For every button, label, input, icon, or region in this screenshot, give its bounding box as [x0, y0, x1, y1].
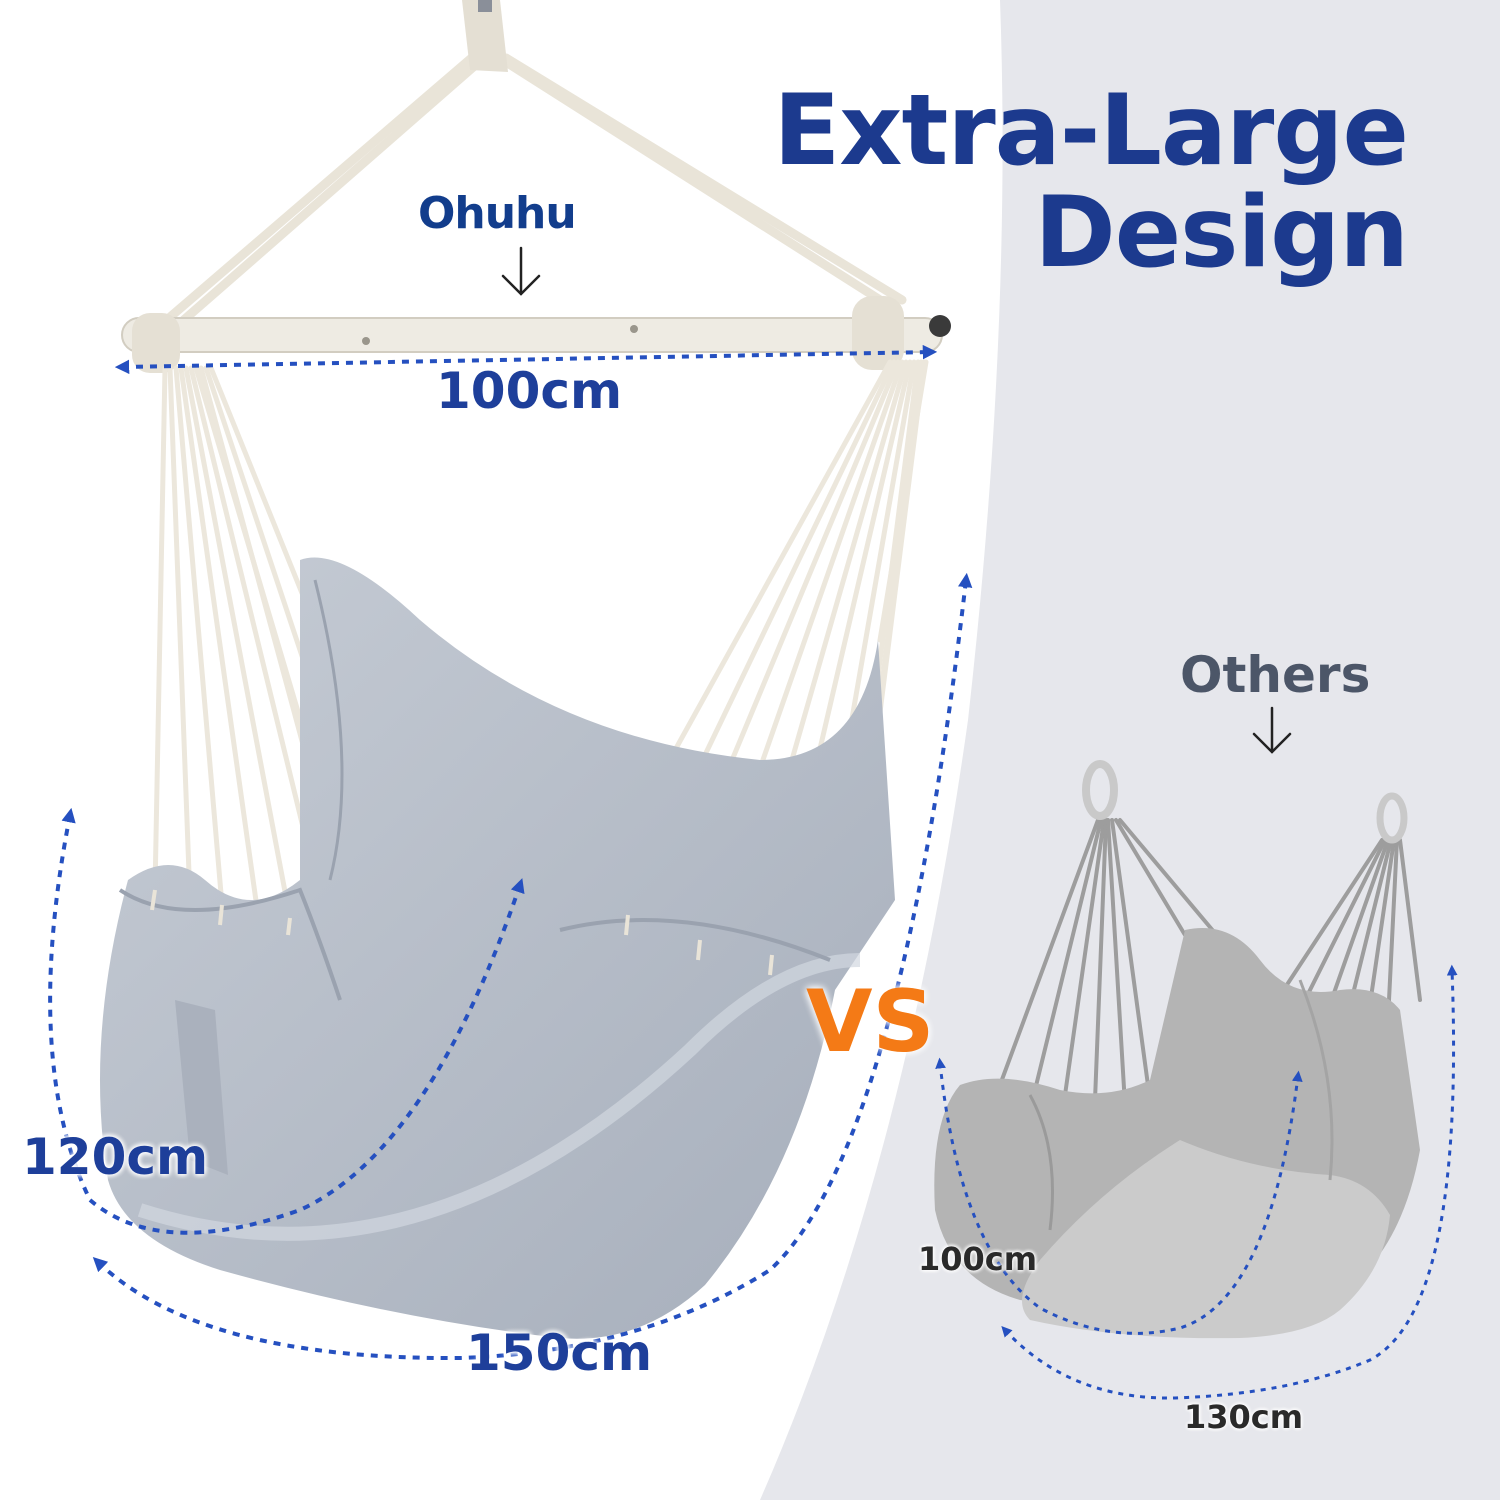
down-arrow-icon	[501, 246, 541, 296]
down-arrow-icon	[1252, 706, 1292, 754]
vs-label: VS	[806, 972, 935, 1072]
headline-line-2: Design	[1034, 176, 1409, 290]
others-label: Others	[1180, 646, 1371, 704]
dimension-arrow-icon	[114, 344, 938, 375]
seat-length-label: 150cm	[466, 1324, 653, 1382]
seat-depth-label: 120cm	[22, 1128, 209, 1186]
headline-line-1: Extra-Large	[773, 74, 1409, 188]
brand-logo-icon: Ohuhu	[418, 188, 577, 239]
others-seat-length-label: 130cm	[1184, 1398, 1304, 1436]
dimension-arrow-icon	[92, 572, 973, 1361]
bar-width-label: 100cm	[436, 362, 623, 420]
brand-logo: Ohuhu	[418, 188, 577, 239]
others-seat-depth-label: 100cm	[918, 1240, 1038, 1278]
headline: Extra-Large Design	[773, 74, 1409, 290]
